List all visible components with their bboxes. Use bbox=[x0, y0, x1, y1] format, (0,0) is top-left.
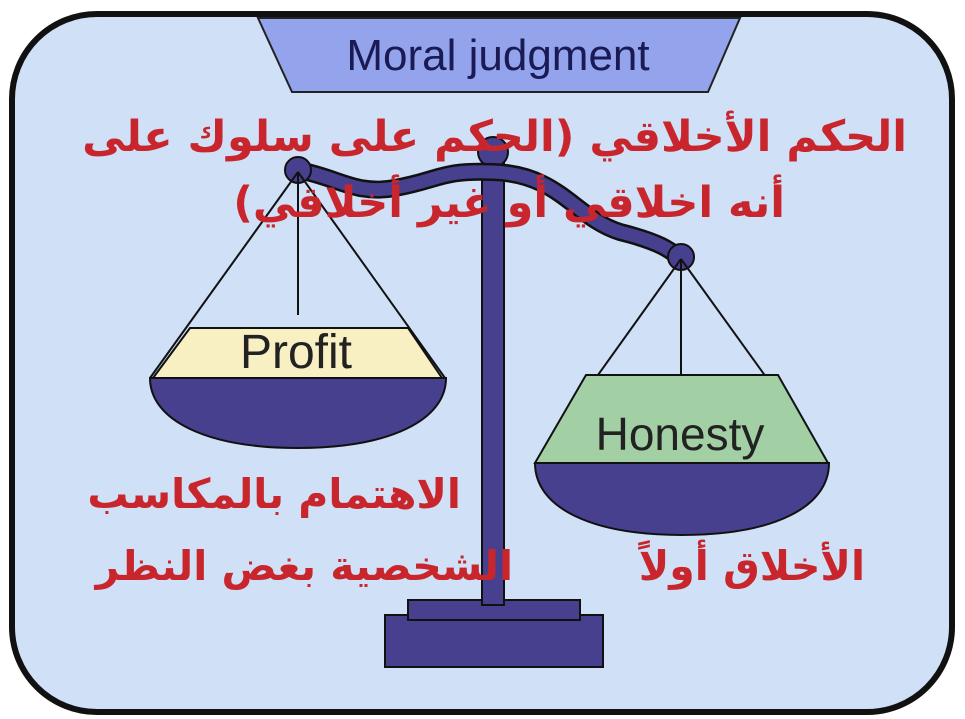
title-text: Moral judgment bbox=[346, 31, 649, 80]
left-pan-bowl bbox=[148, 377, 448, 450]
honesty-label: Honesty bbox=[596, 408, 765, 460]
title-box bbox=[256, 17, 742, 93]
right-pan-bowl bbox=[533, 462, 831, 537]
left-string-outer bbox=[149, 171, 299, 379]
left-string-inner bbox=[297, 171, 446, 379]
arabic-definition-line-2: أنه اخلاقي أو غير أخلاقي) bbox=[233, 178, 785, 228]
arabic-profit-caption-line-2: الشخصية بغض النظر bbox=[95, 542, 513, 590]
scale-base-bottom bbox=[384, 614, 604, 668]
arabic-profit-caption-line-1: الاهتمام بالمكاسب bbox=[87, 470, 461, 518]
profit-label: Profit bbox=[240, 326, 352, 379]
arabic-honesty-caption: الأخلاق أولاً bbox=[638, 542, 865, 590]
arabic-definition-line-1: الحكم الأخلاقي (الحكم على سلوك على bbox=[82, 112, 907, 162]
